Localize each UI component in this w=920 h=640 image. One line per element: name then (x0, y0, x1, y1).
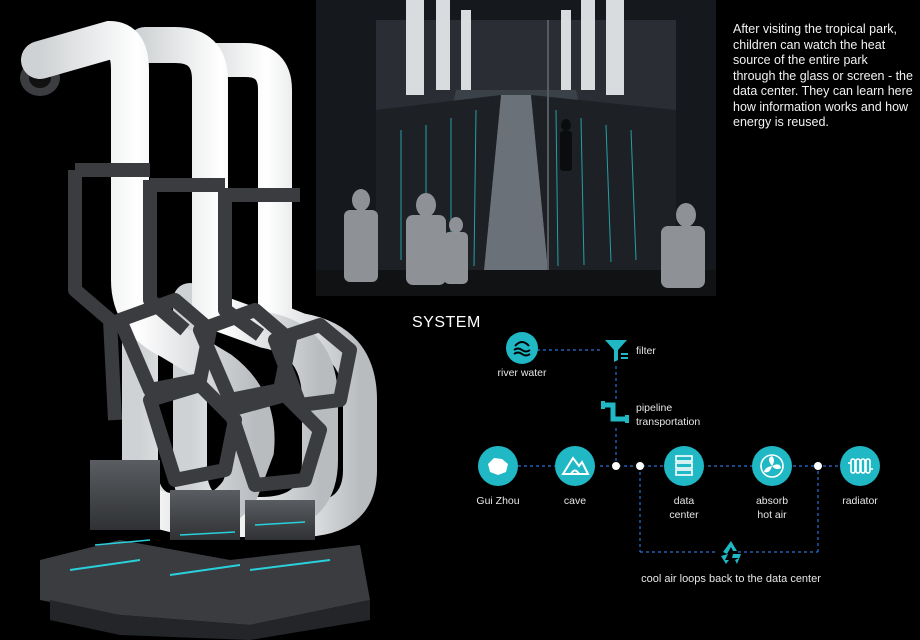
filter-funnel-icon (605, 340, 628, 362)
pipeline-label-1: pipeline (636, 402, 673, 414)
river-water-label: river water (497, 367, 547, 379)
map-icon (488, 458, 508, 475)
cool-air-label: cool air loops back to the data center (641, 573, 821, 585)
river-water-node (506, 332, 538, 364)
mountain-icon (561, 456, 590, 475)
data-center-photo (316, 0, 716, 296)
system-flow-lines (518, 349, 840, 553)
absorb-hot-air-node (752, 446, 792, 486)
data-center-label-2: center (669, 509, 699, 521)
cave-node (555, 446, 595, 486)
base-blocks (40, 460, 370, 640)
description-text: After visiting the tropical park, childr… (733, 22, 913, 129)
pipe-structure-illustration (20, 20, 377, 640)
absorb-label-2: hot air (757, 509, 787, 521)
pipe-icon (601, 401, 629, 423)
cave-label: cave (563, 495, 587, 507)
system-title: SYSTEM (412, 314, 481, 331)
fan-icon (760, 454, 784, 478)
server-icon (675, 455, 693, 476)
pipeline-label-2: transportation (636, 416, 701, 428)
radiator-icon (848, 458, 873, 474)
recycle-icon (721, 541, 741, 564)
data-center-node (664, 446, 704, 486)
absorb-label-1: absorb (755, 495, 789, 507)
waves-icon (513, 341, 531, 357)
data-center-label-1: data (673, 495, 695, 507)
radiator-label: radiator (842, 495, 878, 507)
radiator-node (840, 446, 880, 486)
filter-label: filter (636, 345, 656, 357)
guizhou-node (478, 446, 518, 486)
support-frames (68, 163, 357, 492)
guizhou-label: Gui Zhou (476, 495, 520, 507)
